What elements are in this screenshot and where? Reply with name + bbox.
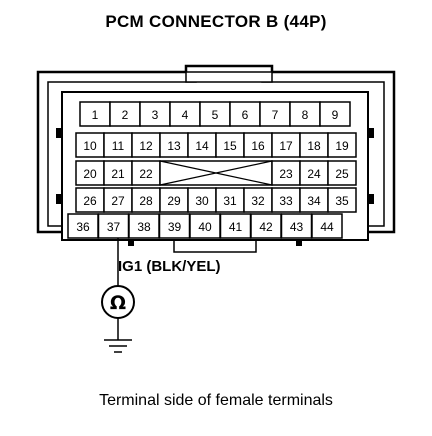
terminal-number: 5 <box>212 108 219 122</box>
terminal-number: 17 <box>279 139 293 153</box>
terminal-cell <box>327 132 357 158</box>
terminal-number: 24 <box>307 167 321 181</box>
terminal-cell <box>131 160 161 186</box>
terminal-cell <box>131 132 161 158</box>
side-lock-right-lower <box>368 194 374 204</box>
ohm-symbol: Ω <box>110 292 126 314</box>
terminal-number: 7 <box>272 108 279 122</box>
terminal-number: 13 <box>167 139 181 153</box>
terminal-number: 36 <box>76 220 90 234</box>
terminal-cell <box>299 160 329 186</box>
bottom-key-right <box>296 240 302 246</box>
connector-latch-top <box>185 71 273 83</box>
terminal-number: 21 <box>111 167 125 181</box>
terminal-number: 39 <box>168 220 182 234</box>
terminal-cell <box>75 160 105 186</box>
terminal-number: 28 <box>139 194 153 208</box>
terminal-number: 40 <box>198 220 212 234</box>
terminal-cell <box>299 132 329 158</box>
terminal-number: 37 <box>107 220 121 234</box>
terminal-number: 35 <box>335 194 349 208</box>
terminal-number: 23 <box>279 167 293 181</box>
terminal-number: 1 <box>92 108 99 122</box>
terminal-cell <box>158 213 191 239</box>
terminal-number: 10 <box>83 139 97 153</box>
terminal-number: 11 <box>112 139 125 153</box>
diagram-caption: Terminal side of female terminals <box>99 392 333 409</box>
terminal-cell <box>319 101 351 127</box>
bottom-key-left <box>128 240 134 246</box>
terminal-number: 41 <box>229 220 243 234</box>
terminal-cell <box>243 132 273 158</box>
side-lock-left-lower <box>56 194 62 204</box>
blank-cross-line <box>159 160 273 186</box>
terminal-number: 8 <box>302 108 309 122</box>
terminal-number: 12 <box>139 139 153 153</box>
terminal-number: 25 <box>335 167 349 181</box>
terminal-number: 33 <box>279 194 293 208</box>
terminal-number: 19 <box>335 139 349 153</box>
terminal-cell <box>187 132 217 158</box>
terminal-number: 2 <box>122 108 129 122</box>
terminal-cell <box>327 187 357 213</box>
terminal-cell <box>103 187 133 213</box>
terminal-number: 15 <box>223 139 237 153</box>
terminal-cell <box>219 213 252 239</box>
terminal-number: 32 <box>251 194 265 208</box>
terminal-number: 9 <box>332 108 339 122</box>
terminal-cell <box>159 132 189 158</box>
terminal-cell <box>75 187 105 213</box>
terminal-number: 27 <box>111 194 125 208</box>
terminal-number: 26 <box>83 194 97 208</box>
terminal-number: 43 <box>290 220 304 234</box>
terminal-number: 20 <box>83 167 97 181</box>
diagram-title: PCM CONNECTOR B (44P) <box>105 12 327 31</box>
terminal-cell <box>327 160 357 186</box>
wire-label: IG1 (BLK/YEL) <box>118 258 221 275</box>
terminal-cell <box>67 213 99 239</box>
terminal-number: 42 <box>259 220 273 234</box>
terminal-number: 30 <box>195 194 209 208</box>
terminal-number: 4 <box>182 108 189 122</box>
terminal-cell <box>103 132 133 158</box>
terminal-cell <box>128 213 160 239</box>
terminal-number: 29 <box>167 194 181 208</box>
terminal-cell <box>289 101 321 127</box>
terminal-number: 14 <box>195 139 209 153</box>
terminal-cell <box>280 213 313 239</box>
terminal-cell <box>243 187 273 213</box>
ground-icon <box>104 339 132 353</box>
terminal-number: 31 <box>223 194 237 208</box>
terminal-cell <box>189 213 221 239</box>
terminal-cell <box>271 132 301 158</box>
terminal-number: 44 <box>320 220 334 234</box>
terminal-number: 6 <box>242 108 249 122</box>
terminal-number: 34 <box>307 194 321 208</box>
terminal-number: 38 <box>137 220 151 234</box>
terminal-cell <box>229 101 261 127</box>
terminal-cell <box>311 213 343 239</box>
side-lock-right <box>368 128 374 138</box>
side-lock-left <box>56 128 62 138</box>
terminal-cell <box>259 101 291 127</box>
ohmmeter-icon: Ω <box>101 285 135 319</box>
terminal-number: 22 <box>139 167 153 181</box>
terminal-number: 18 <box>307 139 321 153</box>
terminal-cell <box>271 160 301 186</box>
terminal-number: 3 <box>152 108 159 122</box>
connector-bottom-tab <box>173 240 257 253</box>
terminal-cell <box>109 101 141 127</box>
terminal-cell <box>79 101 111 127</box>
terminal-number: 16 <box>251 139 265 153</box>
